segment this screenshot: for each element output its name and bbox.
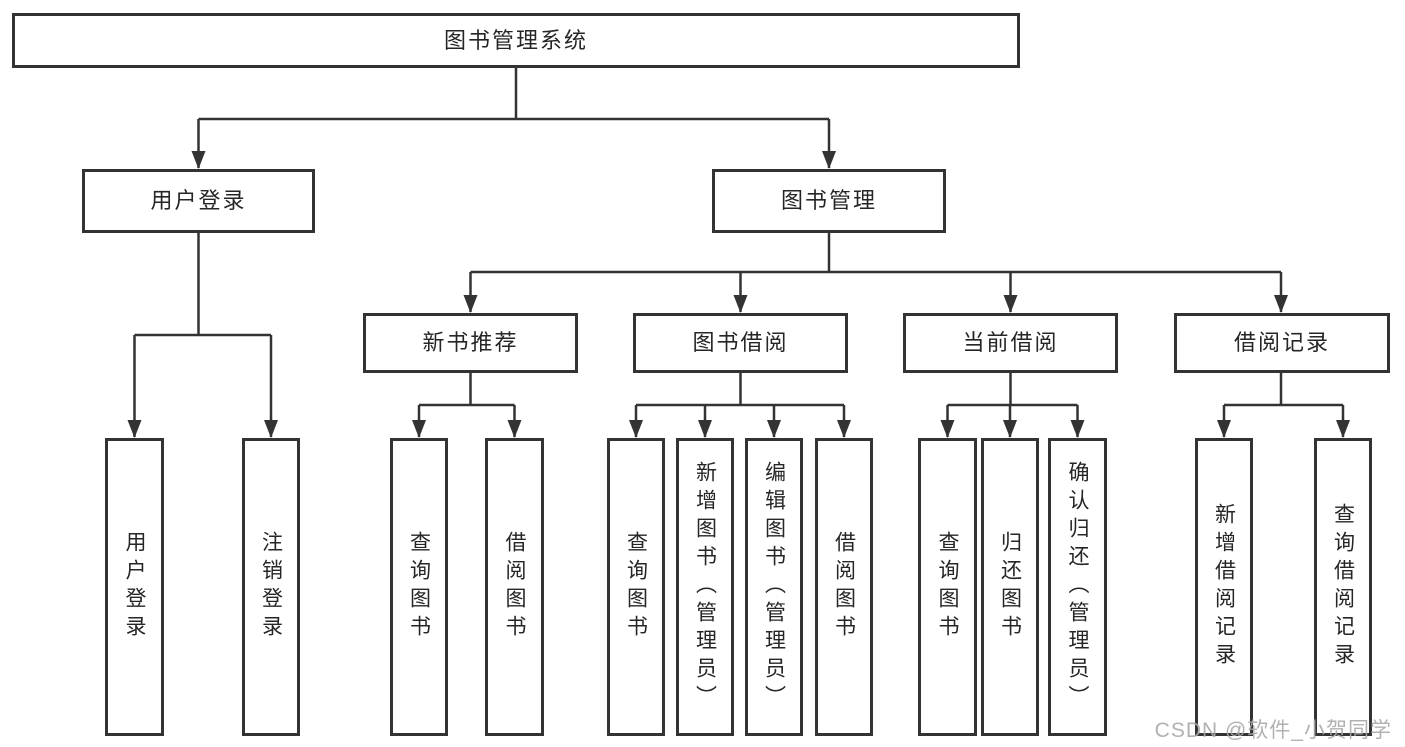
node-current-borrowing-label: 当前借阅 bbox=[962, 330, 1059, 355]
node-root-label: 图书管理系统 bbox=[443, 27, 588, 53]
csdn-watermark: CSDN @软件_小贺同学 bbox=[1154, 719, 1392, 742]
node-book-borrowing-label: 图书借阅 bbox=[692, 330, 789, 355]
node-root: 图书管理系统 bbox=[12, 13, 1020, 68]
leaf-nbr-borrow-books-label: 借阅图书 bbox=[503, 531, 526, 643]
leaf-br-query-record-label: 查询借阅记录 bbox=[1331, 503, 1355, 671]
node-user-login: 用户登录 bbox=[82, 169, 315, 233]
leaf-bb-edit-books-admin-label: 编辑图书（管理员） bbox=[762, 461, 786, 713]
node-user-login-label: 用户登录 bbox=[150, 188, 247, 213]
leaf-bb-borrow-books: 借阅图书 bbox=[815, 438, 873, 736]
leaf-br-query-record: 查询借阅记录 bbox=[1314, 438, 1372, 736]
leaf-cb-return-books: 归还图书 bbox=[981, 438, 1039, 736]
leaf-logout: 注销登录 bbox=[242, 438, 300, 736]
leaf-user-login-label: 用户登录 bbox=[123, 531, 146, 643]
node-borrowing-records: 借阅记录 bbox=[1174, 313, 1390, 373]
leaf-cb-query-books-label: 查询图书 bbox=[936, 531, 959, 643]
leaf-user-login: 用户登录 bbox=[105, 438, 164, 736]
leaf-nbr-borrow-books: 借阅图书 bbox=[485, 438, 544, 736]
leaf-bb-add-books-admin: 新增图书（管理员） bbox=[676, 438, 734, 736]
leaf-nbr-query-books: 查询图书 bbox=[390, 438, 448, 736]
node-book-borrowing: 图书借阅 bbox=[633, 313, 848, 373]
leaf-cb-query-books: 查询图书 bbox=[918, 438, 977, 736]
leaf-bb-borrow-books-label: 借阅图书 bbox=[832, 531, 856, 643]
leaf-br-add-record: 新增借阅记录 bbox=[1195, 438, 1253, 736]
leaf-cb-confirm-return-admin-label: 确认归还（管理员） bbox=[1066, 461, 1089, 713]
node-borrowing-records-label: 借阅记录 bbox=[1233, 330, 1330, 355]
leaf-logout-label: 注销登录 bbox=[259, 531, 283, 643]
leaf-bb-query-books-label: 查询图书 bbox=[624, 531, 648, 643]
node-book-management: 图书管理 bbox=[712, 169, 946, 233]
node-new-book-recommendation: 新书推荐 bbox=[363, 313, 578, 373]
leaf-bb-add-books-admin-label: 新增图书（管理员） bbox=[693, 461, 717, 713]
node-book-management-label: 图书管理 bbox=[780, 188, 877, 213]
leaf-nbr-query-books-label: 查询图书 bbox=[407, 531, 431, 643]
leaf-cb-return-books-label: 归还图书 bbox=[998, 531, 1022, 643]
leaf-bb-edit-books-admin: 编辑图书（管理员） bbox=[745, 438, 803, 736]
leaf-bb-query-books: 查询图书 bbox=[607, 438, 665, 736]
leaf-br-add-record-label: 新增借阅记录 bbox=[1212, 503, 1236, 671]
node-current-borrowing: 当前借阅 bbox=[903, 313, 1118, 373]
node-new-book-recommendation-label: 新书推荐 bbox=[422, 330, 519, 355]
leaf-cb-confirm-return-admin: 确认归还（管理员） bbox=[1048, 438, 1107, 736]
